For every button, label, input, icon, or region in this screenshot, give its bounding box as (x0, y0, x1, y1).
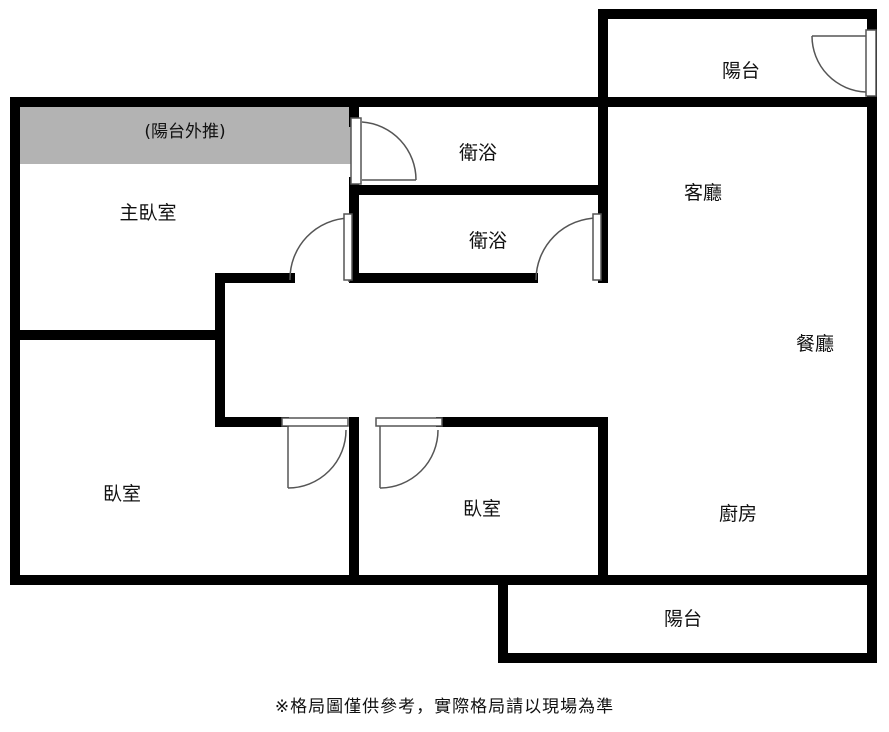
door-bathroom-2 (535, 213, 602, 281)
door-master-bedroom (289, 213, 353, 282)
walls (10, 9, 877, 663)
label-bathroom-1: 衛浴 (459, 142, 497, 164)
label-balcony-extension: (陽台外推) (144, 122, 225, 142)
door-bedroom-middle (375, 417, 443, 489)
doors (281, 29, 877, 489)
door-bedroom-left (281, 417, 349, 489)
disclaimer-caption: ※格局圖僅供參考，實際格局請以現場為準 (274, 697, 615, 717)
label-balcony-top: 陽台 (722, 60, 760, 82)
balcony-extension-area (20, 106, 354, 164)
label-bedroom-middle: 臥室 (463, 498, 501, 520)
label-kitchen: 廚房 (719, 502, 757, 525)
door-balcony-top (811, 29, 877, 97)
label-master-bedroom: 主臥室 (119, 202, 176, 224)
label-bathroom-2: 衛浴 (469, 230, 507, 252)
label-living-room: 客廳 (684, 182, 722, 204)
floor-plan: (陽台外推) 主臥室 衛浴 衛浴 陽台 客廳 餐廳 臥室 臥室 廚房 陽台 (10, 9, 877, 663)
label-balcony-bottom: 陽台 (664, 608, 702, 630)
label-dining-room: 餐廳 (796, 333, 834, 355)
label-bedroom-left: 臥室 (103, 483, 141, 505)
door-bathroom-1 (350, 117, 417, 185)
